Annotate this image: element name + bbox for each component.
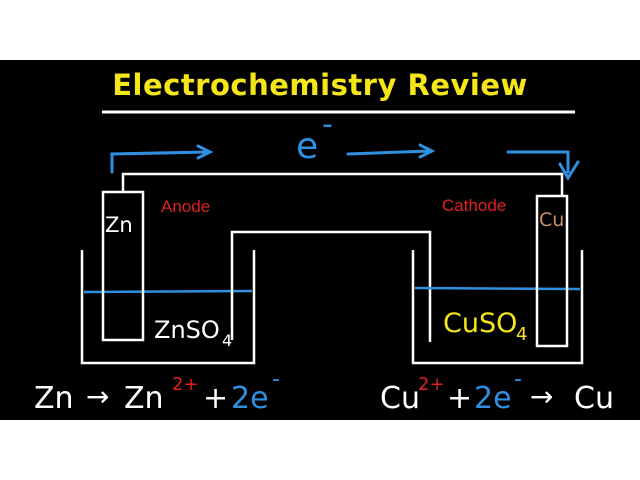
external-wire [121,172,564,196]
cathode-eq-electron-charge: - [514,367,522,392]
electron-flow-arrows [110,143,580,181]
cathode-eq-plus: + [447,381,472,416]
anode-eq-product: Zn [124,381,164,416]
electron-flow-label: e [296,126,318,167]
copper-electrode [535,194,569,348]
anode-half-reaction: Zn → Zn 2+ + 2e - [34,367,280,416]
diagram-title: Electrochemistry Review [112,68,528,102]
cathode-solution-subscript: 4 [516,324,527,345]
cathode-half-reaction: Cu 2+ + 2e - → Cu [380,367,614,416]
cathode-solution-label: CuSO [443,308,517,339]
anode-eq-arrow: → [86,380,109,413]
electron-flow-charge: - [322,107,333,142]
galvanic-cell-diagram: e - Zn Anode ZnSO 4 Cu Cathode CuSO 4 [34,107,614,416]
electron-arrow-middle [346,143,436,159]
anode-solution-level [83,289,253,294]
cathode-eq-reactant-charge: 2+ [418,374,445,395]
anode-solution-subscript: 4 [222,331,232,350]
anode-eq-product-charge: 2+ [172,374,199,395]
cathode-label: Cathode [442,196,506,215]
anode-label: Anode [161,197,210,216]
electron-arrow-left [110,144,214,174]
electron-arrow-right [506,150,580,181]
cathode-beaker [411,250,584,365]
anode-eq-electrons: 2e [231,381,269,416]
cathode-eq-product: Cu [574,381,614,416]
anode-solution-label: ZnSO [154,316,220,344]
zinc-electrode [101,190,145,342]
cathode-eq-reactant: Cu [380,381,420,416]
chalkboard: Electrochemistry Review e - Zn Anode ZnS… [0,60,640,420]
copper-electrode-label: Cu [539,209,564,231]
anode-eq-electron-charge: - [272,367,280,392]
zinc-electrode-label: Zn [105,213,133,237]
cathode-solution-level [414,286,581,291]
anode-eq-plus: + [203,381,228,416]
salt-bridge [230,230,432,342]
cathode-eq-electrons: 2e [474,381,512,416]
anode-beaker [80,250,256,365]
anode-eq-reactant: Zn [34,381,74,416]
cathode-eq-arrow: → [530,380,553,413]
